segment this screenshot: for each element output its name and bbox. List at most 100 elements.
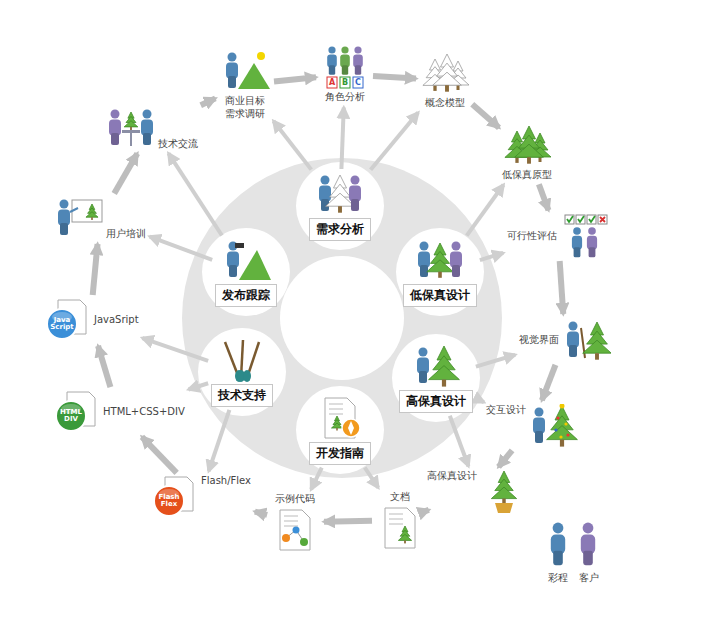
graphic-part: [564, 422, 567, 425]
icon: [54, 196, 104, 240]
phase-arrow: [142, 338, 208, 361]
people-figure: [551, 523, 595, 566]
white-lobe: [396, 228, 484, 316]
graphic-part: [228, 53, 237, 62]
graphic-part: [130, 133, 132, 146]
cycle-arrow: [472, 104, 499, 127]
phase-label: 需求分析: [309, 218, 371, 241]
graphic-part: [280, 510, 310, 550]
graphic-part: [535, 431, 543, 443]
graphic-part: [284, 525, 298, 526]
step-item: 低保真原型: [502, 123, 552, 182]
graphic-part: [325, 398, 360, 438]
graphic-part: [567, 322, 611, 360]
white-lobe: [296, 162, 384, 250]
graphic-part: [329, 404, 343, 405]
phase-box: 高保真设计: [399, 344, 473, 413]
graphic-part: [229, 265, 237, 277]
graphic-part: [351, 199, 359, 211]
icon: [315, 172, 365, 216]
step-label: 技术交流: [158, 138, 198, 151]
graphic-part: [583, 340, 611, 353]
phase-arrow: [476, 355, 515, 367]
cycle-arrow: [542, 365, 556, 400]
graphic-part: [239, 250, 271, 280]
phase-arrow: [480, 253, 503, 260]
graphic-part: [327, 77, 337, 88]
phase-box: 发布跟踪: [215, 238, 277, 307]
graphic-part: [515, 157, 518, 163]
step-label: 高保真设计: [427, 470, 477, 483]
graphic-part: [442, 380, 446, 387]
graphic-part: [565, 215, 574, 224]
graphic-part: [243, 370, 251, 382]
graphic-part: [130, 127, 132, 130]
step-label: Flash/Flex: [201, 475, 251, 488]
graphic-part: [420, 242, 429, 251]
graphic-part: [235, 243, 244, 248]
icon: [217, 338, 267, 382]
role-letter: A: [329, 79, 335, 87]
graphic-part: [47, 309, 77, 339]
graphic-part: [539, 157, 542, 162]
phase-arrow: [168, 153, 221, 235]
step-label: 可行性评估: [507, 230, 557, 243]
graphic-part: [600, 217, 605, 222]
graphic-part: [565, 215, 607, 257]
graphic-part: [567, 216, 573, 222]
graphic-part: [354, 46, 361, 53]
graphic-part: [433, 85, 436, 91]
white-lobe: [198, 328, 286, 416]
phase-label: 技术支持: [211, 384, 273, 407]
graphic-part: [341, 46, 348, 53]
phase-arrow: [341, 107, 343, 169]
graphic-part: [559, 435, 562, 438]
icon: [528, 404, 578, 448]
graphic-part: [111, 110, 120, 119]
phase-box: 技术支持: [211, 338, 273, 407]
graphic-part: [280, 510, 310, 550]
role-letter: B: [342, 79, 348, 87]
cycle-arrow: [201, 98, 216, 105]
graphic-part: [595, 353, 599, 360]
graphic-part: [418, 242, 462, 278]
cycle-arrow: [424, 510, 429, 512]
graphic-part: [328, 46, 335, 53]
step-label: HTML+CSS+DIV: [103, 406, 185, 419]
graphic-part: [452, 242, 461, 251]
phase-box: 开发指南: [309, 396, 371, 465]
graphic-part: [154, 477, 193, 516]
graphic-part: [348, 421, 354, 435]
graphic-part: [569, 322, 578, 331]
graphic-part: [420, 265, 428, 277]
cycle-arrow: [560, 261, 564, 314]
icon: [315, 396, 365, 440]
graphic-part: [452, 265, 460, 277]
step-item: 示例代码: [270, 493, 320, 552]
phase-box: 需求分析: [309, 172, 371, 241]
graphic-part: [342, 65, 348, 75]
cycle-arrow: [499, 450, 513, 467]
phase-label: 低保真设计: [403, 284, 477, 307]
graphic-part: [56, 401, 86, 431]
cycle-arrow: [93, 244, 98, 295]
icon: [415, 238, 465, 282]
graphic-part: [589, 247, 596, 257]
step-label: 用户培训: [106, 228, 146, 241]
cycle-arrow: [255, 512, 267, 515]
graphic-part: [338, 206, 342, 213]
graphic-part: [60, 200, 69, 209]
step-label: 角色分析: [325, 91, 365, 104]
graphic-part: [560, 404, 565, 409]
graphic-part: [583, 551, 593, 565]
graphic-part: [225, 340, 259, 382]
graphic-part: [91, 217, 93, 220]
graphic-part: [385, 508, 415, 548]
graphic-part: [143, 110, 152, 119]
graphic-part: [355, 65, 361, 75]
graphic-part: [332, 423, 343, 428]
phase-arrow: [476, 398, 484, 402]
graphic-part: [72, 200, 102, 222]
